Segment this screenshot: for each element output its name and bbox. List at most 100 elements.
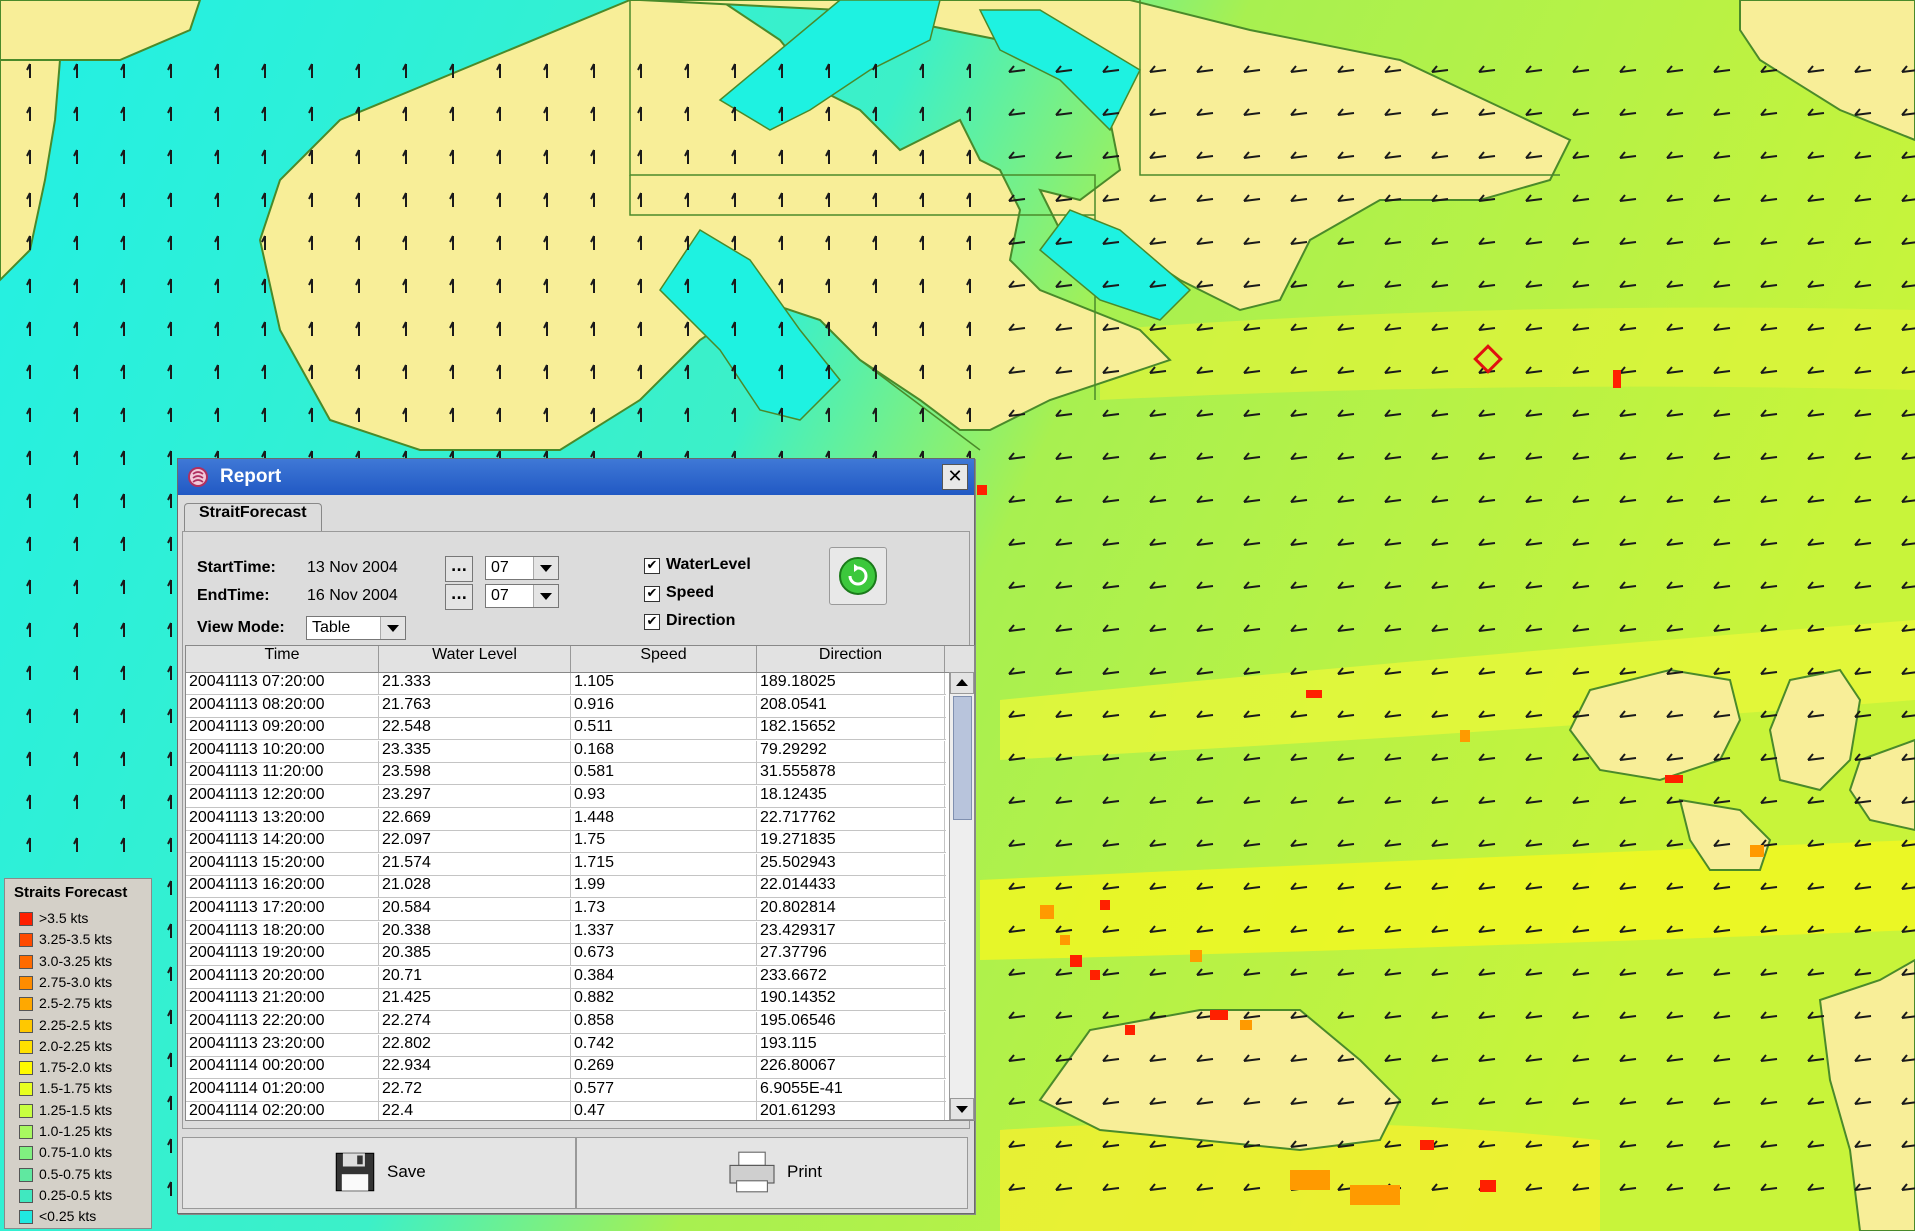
current-arrow — [1760, 667, 1778, 675]
current-arrow — [919, 321, 924, 336]
cell-time: 20041113 10:20:00 — [186, 740, 379, 763]
scroll-down-button[interactable] — [950, 1098, 974, 1120]
selected-point-marker[interactable] — [1473, 344, 1503, 374]
cell-speed: 0.93 — [571, 786, 757, 808]
current-arrow — [1384, 581, 1402, 589]
col-speed[interactable]: Speed — [571, 646, 757, 672]
close-button[interactable]: ✕ — [942, 464, 968, 490]
start-date-picker-button[interactable]: ... — [445, 556, 473, 582]
current-arrow — [167, 149, 172, 164]
refresh-button[interactable] — [829, 547, 887, 605]
print-button[interactable]: Print — [576, 1137, 968, 1209]
current-arrow — [1572, 151, 1590, 159]
view-mode-select[interactable]: Table — [306, 616, 406, 640]
current-arrow — [1854, 194, 1872, 202]
table-scrollbar[interactable] — [949, 672, 974, 1120]
current-arrow — [355, 364, 360, 379]
current-arrow — [543, 278, 548, 293]
col-water-level[interactable]: Water Level — [379, 646, 571, 672]
current-arrow — [1384, 151, 1402, 159]
scroll-thumb[interactable] — [953, 696, 972, 820]
current-arrow — [1666, 796, 1684, 804]
current-arrow — [1525, 968, 1543, 976]
cell-time: 20041113 23:20:00 — [186, 1034, 379, 1057]
current-arrow — [214, 364, 219, 379]
current-arrow — [1431, 452, 1449, 460]
end-hour-select[interactable]: 07 — [485, 584, 559, 608]
end-date-picker-button[interactable]: ... — [445, 584, 473, 610]
current-arrow — [73, 192, 78, 207]
cell-water-level: 23.598 — [379, 763, 571, 786]
cell-direction: 22.717762 — [757, 808, 945, 831]
forecast-table[interactable]: Time Water Level Speed Direction 2004111… — [185, 645, 975, 1121]
speed-checkbox[interactable]: ✔ — [644, 586, 660, 602]
scroll-up-button[interactable] — [950, 672, 974, 694]
direction-checkbox[interactable]: ✔ — [644, 614, 660, 630]
report-titlebar[interactable]: Report ✕ — [178, 459, 974, 495]
current-arrow — [308, 407, 313, 422]
col-time[interactable]: Time — [186, 646, 379, 672]
current-arrow — [1102, 710, 1120, 718]
current-arrow — [1243, 237, 1261, 245]
current-arrow — [1901, 1054, 1915, 1062]
current-arrow — [167, 837, 172, 852]
printer-icon — [729, 1151, 775, 1193]
cell-direction: 20.802814 — [757, 899, 945, 921]
current-arrow — [1713, 581, 1731, 589]
current-arrow — [1619, 1011, 1637, 1019]
current-arrow — [1102, 194, 1120, 202]
legend-swatch — [19, 1018, 33, 1033]
save-button[interactable]: Save — [182, 1137, 576, 1209]
current-arrow — [1243, 710, 1261, 718]
current-arrow — [1807, 968, 1825, 976]
cell-speed: 1.75 — [571, 831, 757, 854]
current-arrow — [919, 407, 924, 422]
current-arrow — [1572, 667, 1590, 675]
waterlevel-checkbox[interactable]: ✔ — [644, 558, 660, 574]
current-arrow — [1196, 1183, 1214, 1191]
land-mass — [1768, 668, 1862, 792]
current-arrow — [590, 192, 595, 207]
col-direction[interactable]: Direction — [757, 646, 945, 672]
cell-direction: 201.61293 — [757, 1102, 945, 1120]
current-arrow — [1854, 1183, 1872, 1191]
start-hour-select[interactable]: 07 — [485, 556, 559, 580]
current-arrow — [543, 106, 548, 121]
current-arrow — [1854, 151, 1872, 159]
current-arrow — [261, 235, 266, 250]
current-arrow — [1854, 753, 1872, 761]
current-arrow — [1807, 753, 1825, 761]
current-arrow — [1854, 1097, 1872, 1105]
current-arrow — [167, 1138, 172, 1153]
current-arrow — [1619, 323, 1637, 331]
current-arrow — [1149, 839, 1167, 847]
tab-straitforecast[interactable]: StraitForecast — [184, 503, 322, 532]
report-window[interactable]: Report ✕ StraitForecast StartTime: 13 No… — [177, 458, 975, 1214]
current-arrow — [26, 493, 31, 508]
current-arrow — [1337, 409, 1355, 417]
current-arrow — [1713, 925, 1731, 933]
current-arrow — [825, 278, 830, 293]
current-arrow — [1713, 1011, 1731, 1019]
